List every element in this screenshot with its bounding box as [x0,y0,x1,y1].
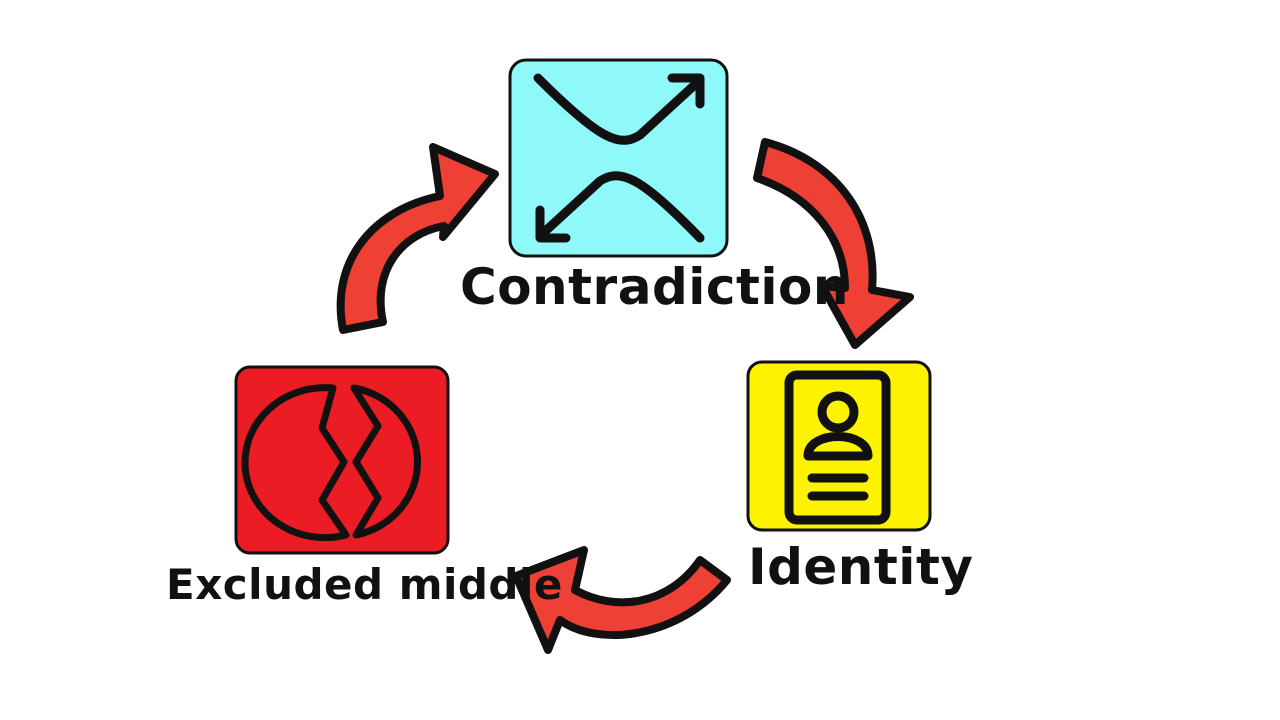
identity-label: Identity [748,538,974,596]
identity-node [746,360,932,532]
arrow-excluded-middle-to-contradiction [336,143,499,334]
excluded-middle-label: Excluded middle [166,560,563,609]
broken-circle-icon [241,384,422,542]
arrow-identity-to-excluded-middle [512,546,731,654]
arrow-contradiction-to-identity [753,138,914,349]
id-card-icon [784,370,891,525]
contradiction-label: Contradiction [460,258,849,316]
contradiction-node [508,58,729,258]
identity-tile [746,360,932,532]
excluded-middle-node [234,365,450,555]
crossing-arrows-icon [533,73,705,243]
